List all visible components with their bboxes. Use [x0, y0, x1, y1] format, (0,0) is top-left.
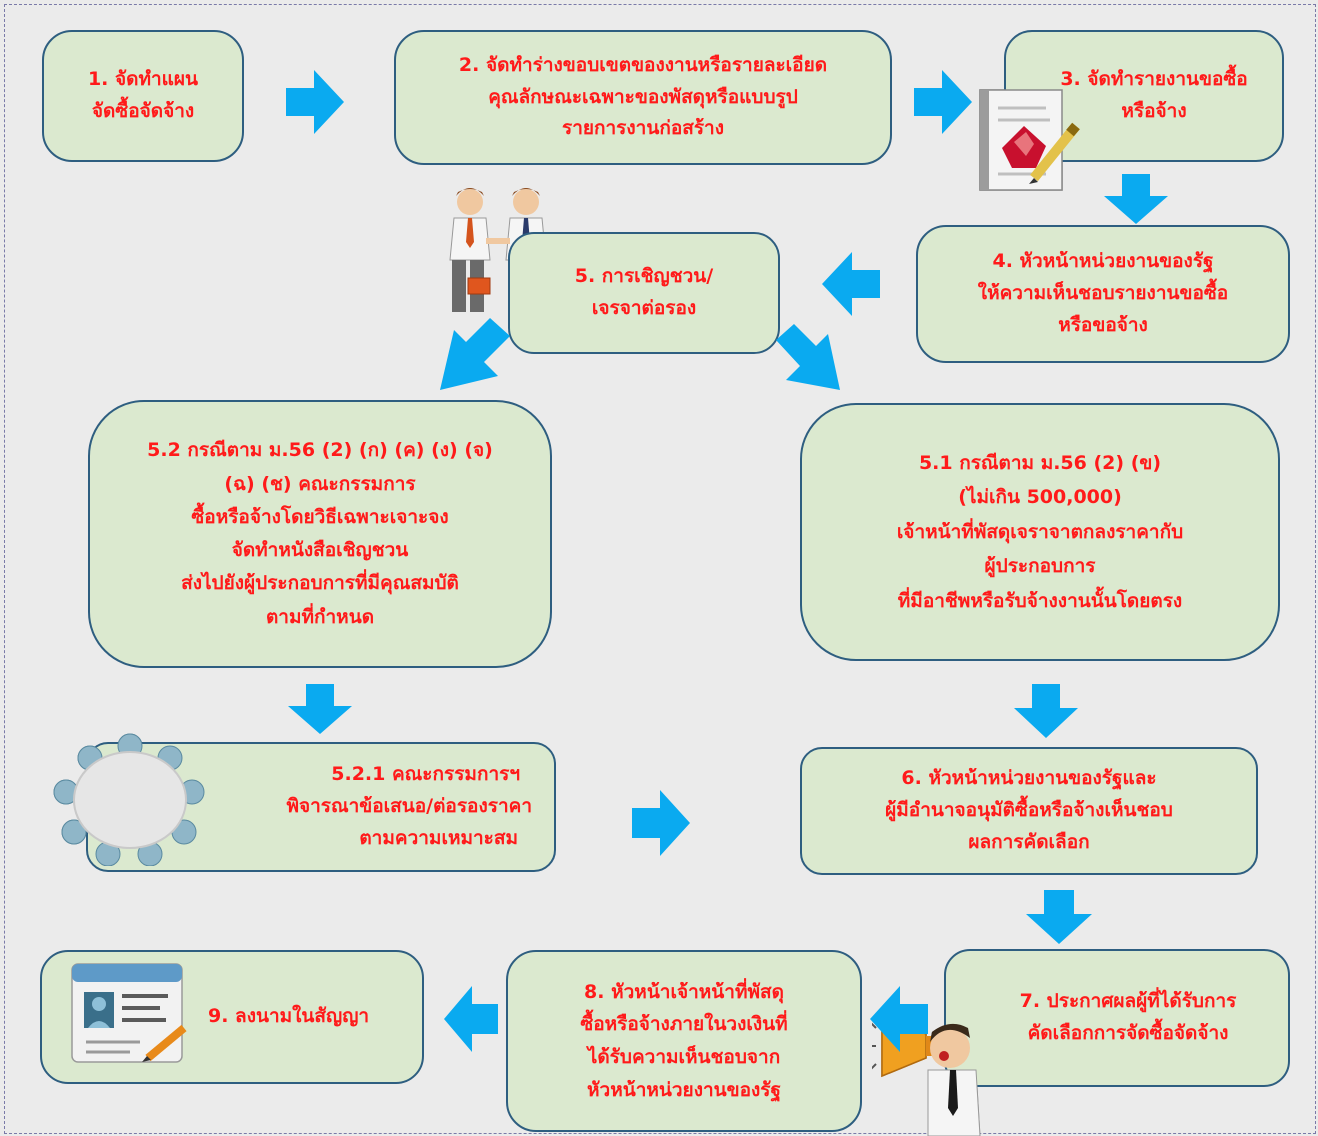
step-5-1-line-4: ผู้ประกอบการ [984, 555, 1096, 578]
report-document-overlay [979, 89, 1080, 191]
step-9-line-1: 9. ลงนามในสัญญา [208, 1005, 370, 1028]
step-1-line-2: จัดซื้อจัดจ้าง [91, 100, 195, 122]
step-7-line-2: คัดเลือกการจัดซื้อจัดจ้าง [1027, 1022, 1229, 1044]
step-2-line-2: คุณลักษณะเฉพาะของพัสดุหรือแบบรูป [488, 85, 798, 108]
arrow-down-icon [288, 684, 352, 734]
step-8-line-1: 8. หัวหน้าเจ้าหน้าที่พัสดุ [584, 980, 784, 1003]
arrow-down-icon [1026, 890, 1092, 944]
step-8-line-3: ได้รับความเห็นชอบจาก [587, 1046, 781, 1068]
contract-card-overlay [71, 963, 187, 1063]
step-7-box: 7. ประกาศผลผู้ที่ได้รับการ คัดเลือกการจั… [944, 949, 1290, 1087]
meeting-table-overlay [53, 733, 205, 866]
step-5-2-1-line-2: พิจารณาข้อเสนอ/ต่อรองราคา [286, 795, 532, 818]
arrow-left-icon [444, 986, 498, 1052]
step-5-2-line-1: 5.2 กรณีตาม ม.56 (2) (ก) (ค) (ง) (จ) [147, 439, 493, 462]
step-6-line-1: 6. หัวหน้าหน่วยงานของรัฐและ [901, 767, 1157, 790]
step-5-2-line-4: จัดทำหนังสือเชิญชวน [231, 539, 409, 561]
step-1-box: 1. จัดทำแผน จัดซื้อจัดจ้าง [42, 30, 244, 162]
step-5-2-1-line-1: 5.2.1 คณะกรรมการฯ [331, 763, 520, 786]
step-4-box: 4. หัวหน้าหน่วยงานของรัฐ ให้ความเห็นชอบร… [916, 225, 1290, 363]
step-2-line-1: 2. จัดทำร่างขอบเขตของงานหรือรายละเอียด [458, 53, 828, 76]
step-3-line-1: 3. จัดทำรายงานขอซื้อ [1060, 68, 1248, 91]
step-6-line-2: ผู้มีอำนาจอนุมัติซื้อหรือจ้างเห็นชอบ [885, 799, 1173, 822]
step-3-line-2: หรือจ้าง [1121, 100, 1187, 122]
step-5-2-line-2: (ฉ) (ช) คณะกรรมการ [224, 472, 416, 495]
step-6-box: 6. หัวหน้าหน่วยงานของรัฐและ ผู้มีอำนาจอน… [800, 747, 1258, 875]
step-5-2-line-6: ตามที่กำหนด [265, 605, 375, 628]
step-8-line-2: ซื้อหรือจ้างภายในวงเงินที่ [580, 1013, 788, 1036]
step-4-line-3: หรือขอจ้าง [1058, 313, 1148, 336]
step-4-line-2: ให้ความเห็นชอบรายงานขอซื้อ [977, 282, 1229, 305]
diagram-frame [4, 4, 1316, 1134]
arrow-down-left-icon [440, 318, 510, 390]
step-5-2-box: 5.2 กรณีตาม ม.56 (2) (ก) (ค) (ง) (จ) (ฉ)… [88, 400, 552, 668]
step-5-1-line-3: เจ้าหน้าที่พัสดุเจราจาตกลงราคากับ [896, 520, 1184, 543]
arrow-left-icon [870, 986, 928, 1052]
step-5-2-line-5: ส่งไปยังผู้ประกอบการที่มีคุณสมบัติ [181, 572, 459, 595]
step-5-box: 5. การเชิญชวน/ เจรจาต่อรอง [508, 232, 780, 354]
step-5-line-2: เจรจาต่อรอง [591, 297, 697, 319]
step-5-line-1: 5. การเชิญชวน/ [574, 265, 714, 288]
arrow-right-icon [914, 70, 972, 134]
step-1-line-1: 1. จัดทำแผน [87, 68, 199, 91]
step-7-line-1: 7. ประกาศผลผู้ที่ได้รับการ [1019, 990, 1237, 1013]
arrow-down-icon [1014, 684, 1078, 738]
step-5-2-line-3: ซื้อหรือจ้างโดยวิธีเฉพาะเจาะจง [191, 505, 449, 528]
step-4-line-1: 4. หัวหน้าหน่วยงานของรัฐ [992, 250, 1214, 273]
step-8-line-4: หัวหน้าหน่วยงานของรัฐ [587, 1078, 781, 1101]
step-2-line-3: รายการงานก่อสร้าง [562, 117, 724, 140]
step-5-1-box: 5.1 กรณีตาม ม.56 (2) (ข) (ไม่เกิน 500,00… [800, 403, 1280, 661]
step-2-box: 2. จัดทำร่างขอบเขตของงานหรือรายละเอียด ค… [394, 30, 892, 165]
arrow-right-icon [632, 790, 690, 856]
step-5-1-line-5: ที่มีอาชีพหรือรับจ้างงานนั้นโดยตรง [897, 589, 1183, 612]
step-6-line-3: ผลการคัดเลือก [968, 830, 1090, 853]
arrow-right-icon [286, 70, 344, 134]
step-5-1-line-1: 5.1 กรณีตาม ม.56 (2) (ข) [918, 451, 1162, 474]
arrow-down-icon [1104, 174, 1168, 224]
step-8-box: 8. หัวหน้าเจ้าหน้าที่พัสดุ ซื้อหรือจ้างภ… [506, 950, 862, 1132]
arrow-down-right-icon [776, 324, 840, 390]
arrow-left-icon [822, 252, 880, 316]
step-5-2-1-line-3: ตามความเหมาะสม [359, 826, 518, 849]
step-5-1-line-2: (ไม่เกิน 500,000) [958, 486, 1122, 509]
